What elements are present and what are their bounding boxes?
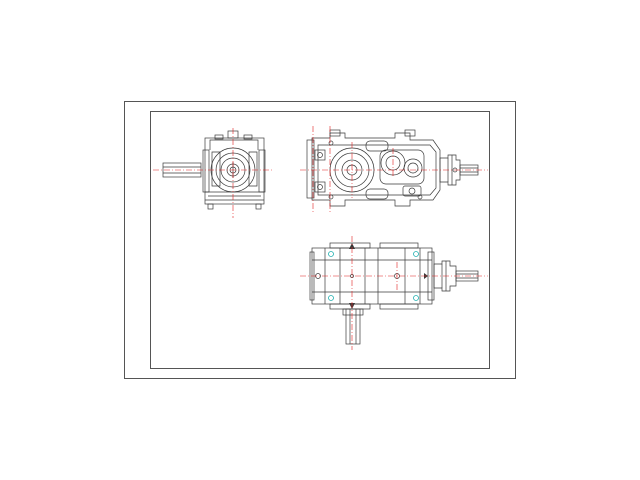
outer-sheet-border xyxy=(124,101,516,379)
inner-drawing-frame xyxy=(150,111,490,369)
hole-marker-bottom-right xyxy=(413,295,419,301)
side-housing xyxy=(311,132,441,207)
top-view xyxy=(309,242,479,345)
side-centerlines xyxy=(300,126,488,212)
hole-markers xyxy=(328,251,419,301)
front-centerlines xyxy=(153,128,272,218)
top-input-shaft xyxy=(345,308,361,345)
hole-marker-bottom-left xyxy=(328,295,334,301)
top-centerlines xyxy=(300,236,488,350)
side-view xyxy=(306,129,479,207)
hole-marker-top-left xyxy=(328,251,334,257)
hole-marker-top-right xyxy=(413,251,419,257)
